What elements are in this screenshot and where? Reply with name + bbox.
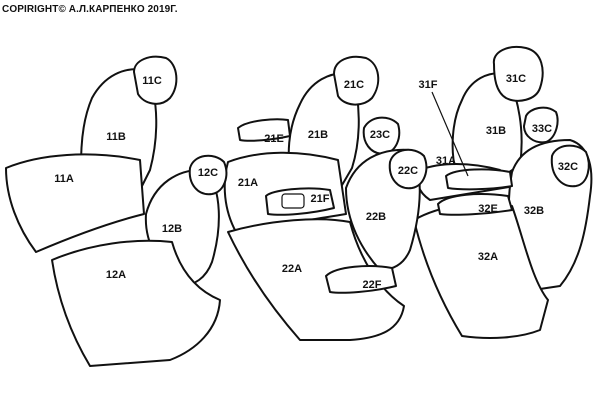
headrest-22c[interactable] (388, 148, 428, 190)
first-row-group (5, 55, 228, 367)
headrest-32c[interactable] (550, 144, 590, 188)
label-33c: 33C (532, 123, 552, 135)
armrest-31f[interactable] (445, 168, 513, 191)
part-labels: 11C 11B 11A 12C 12B 12A 21C 21B 21A 21E … (54, 73, 578, 291)
seat-cushion-11a[interactable] (5, 153, 145, 253)
label-21a: 21A (238, 177, 258, 189)
label-32c: 32C (558, 161, 578, 173)
leader-31f (431, 91, 469, 177)
cupholder-21f (281, 193, 305, 209)
label-11a: 11A (54, 173, 74, 185)
armrest-32e[interactable] (437, 193, 513, 216)
label-22b: 22B (366, 211, 386, 223)
headrest-31c[interactable] (492, 46, 544, 102)
label-12c: 12C (198, 167, 218, 179)
second-row-group (223, 55, 428, 341)
seat-cushion-22a[interactable] (227, 218, 405, 341)
label-32b: 32B (524, 205, 544, 217)
third-row-group (413, 46, 593, 339)
label-31c: 31C (506, 73, 526, 85)
label-21c: 21C (344, 79, 364, 91)
label-12a: 12A (106, 269, 126, 281)
headrest-23c[interactable] (362, 116, 401, 155)
headrest-11c[interactable] (133, 55, 178, 105)
headrest-12c[interactable] (188, 154, 228, 196)
label-21f: 21F (311, 193, 330, 205)
label-31a: 31A (436, 155, 456, 167)
label-22c: 22C (398, 165, 418, 177)
armrest-22f[interactable] (325, 265, 397, 294)
label-11b: 11B (106, 131, 126, 143)
label-22f: 22F (363, 279, 382, 291)
label-23c: 23C (370, 129, 390, 141)
headrest-21c[interactable] (333, 55, 380, 106)
label-32e: 32E (478, 203, 498, 215)
headrest-33c[interactable] (523, 106, 559, 144)
armrest-21e[interactable] (237, 118, 291, 142)
label-12b: 12B (162, 223, 182, 235)
label-21e: 21E (264, 133, 284, 145)
label-31b: 31B (486, 125, 506, 137)
label-11c: 11C (142, 75, 162, 87)
copyright-notice: COPIRIGHT© А.Л.КАРПЕНКО 2019Г. (2, 4, 178, 15)
label-31f: 31F (419, 79, 438, 91)
label-21b: 21B (308, 129, 328, 141)
label-32a: 32A (478, 251, 498, 263)
seat-cushion-12a[interactable] (51, 239, 221, 367)
label-22a: 22A (282, 263, 302, 275)
